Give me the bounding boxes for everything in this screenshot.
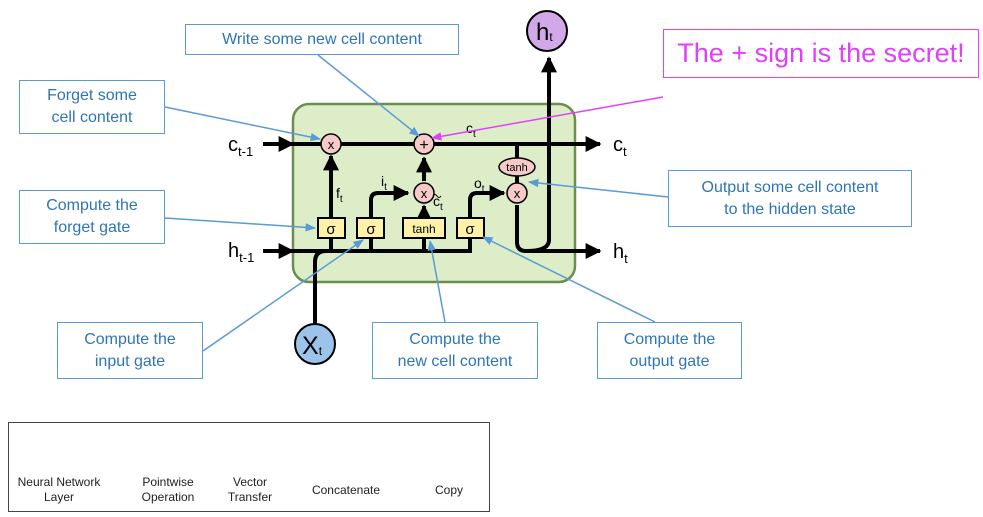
- svg-text:tanh: tanh: [506, 162, 527, 174]
- forget-multiply-op: x: [320, 133, 342, 155]
- callout-output-gate-line1: Compute the: [623, 330, 716, 348]
- candidate-tanh-layer: tanh: [402, 217, 446, 239]
- x-input-line: [313, 249, 327, 325]
- svg-text:+: +: [419, 137, 428, 154]
- c-out-label: ct: [613, 134, 627, 159]
- arrow-write: [317, 54, 420, 137]
- arrow-new-cell: [427, 239, 446, 323]
- callout-forget-content: Forget some cell content: [19, 80, 165, 134]
- callout-forget-content-line1: Forget some: [47, 87, 137, 104]
- x-input-node: Xt: [294, 323, 336, 365]
- svg-text:ct: ct: [433, 193, 443, 213]
- arrow-output-gate: [482, 236, 656, 323]
- o-label: ot: [474, 175, 485, 195]
- ct-label: ct: [466, 120, 476, 140]
- output-gate-path: [468, 185, 506, 218]
- arrow-output-content: [527, 178, 669, 198]
- callout-output-content-line2: to the hidden state: [724, 200, 856, 218]
- legend-concatenate-label: Concatenate: [311, 483, 381, 497]
- output-to-top: [525, 56, 557, 253]
- plus-op: +: [413, 133, 435, 155]
- callout-forget-gate-line1: Compute the: [46, 197, 138, 214]
- svg-text:tanh: tanh: [412, 222, 435, 236]
- c-tilde-label: ct: [432, 193, 443, 213]
- arrow-secret: [430, 96, 664, 141]
- callout-new-cell-content: Compute the new cell content: [372, 322, 538, 379]
- h-output-node: ht: [526, 10, 568, 52]
- callout-input-gate-line2: input gate: [94, 352, 166, 370]
- svg-text:x: x: [514, 186, 521, 201]
- arrow-input-gate: [202, 239, 364, 352]
- callout-forget-gate-line2: forget gate: [53, 219, 131, 236]
- svg-text:ht: ht: [536, 19, 553, 46]
- forget-sigma-layer: σ: [317, 217, 346, 239]
- input-multiply-op: x: [413, 182, 435, 204]
- output-tanh-op: tanh: [498, 157, 536, 177]
- callout-new-cell-line1: Compute the: [409, 330, 501, 348]
- callout-input-gate-line1: Compute the: [84, 330, 176, 348]
- callout-output-gate: Compute the output gate: [597, 322, 742, 379]
- callout-write-text: Write some new cell content: [222, 30, 422, 48]
- i-label: it: [381, 173, 387, 193]
- svg-text:x: x: [421, 186, 428, 201]
- callout-input-gate: Compute the input gate: [57, 322, 203, 379]
- output-sigma-layer: σ: [456, 217, 485, 239]
- h-out-label: ht: [613, 241, 628, 266]
- svg-text:σ: σ: [465, 221, 475, 238]
- callout-forget-gate: Compute the forget gate: [19, 190, 165, 244]
- callout-output-content: Output some cell content to the hidden s…: [668, 170, 912, 227]
- callout-write-cell-content: Write some new cell content: [185, 24, 459, 55]
- svg-text:Xt: Xt: [302, 332, 323, 360]
- output-multiply-op: x: [506, 182, 528, 204]
- svg-text:σ: σ: [366, 221, 376, 238]
- h-prev-label: ht-1: [228, 240, 254, 265]
- callout-output-gate-line2: output gate: [629, 352, 710, 370]
- input-gate-path: [369, 185, 410, 218]
- legend-copy-label: Copy: [434, 483, 463, 497]
- c-prev-label: ct-1: [228, 134, 253, 159]
- input-sigma-layer: σ: [356, 217, 385, 239]
- callout-output-content-line1: Output some cell content: [701, 178, 879, 196]
- svg-text:x: x: [328, 137, 335, 152]
- arrow-forget-gate: [164, 217, 317, 232]
- svg-text:σ: σ: [326, 221, 336, 238]
- callout-forget-content-line2: cell content: [51, 109, 133, 126]
- f-label: ft: [336, 185, 343, 205]
- secret-callout: The + sign is the secret!: [663, 29, 979, 78]
- arrow-forget-content: [164, 106, 322, 142]
- output-to-h: [515, 205, 602, 259]
- callout-new-cell-line2: new cell content: [397, 352, 513, 370]
